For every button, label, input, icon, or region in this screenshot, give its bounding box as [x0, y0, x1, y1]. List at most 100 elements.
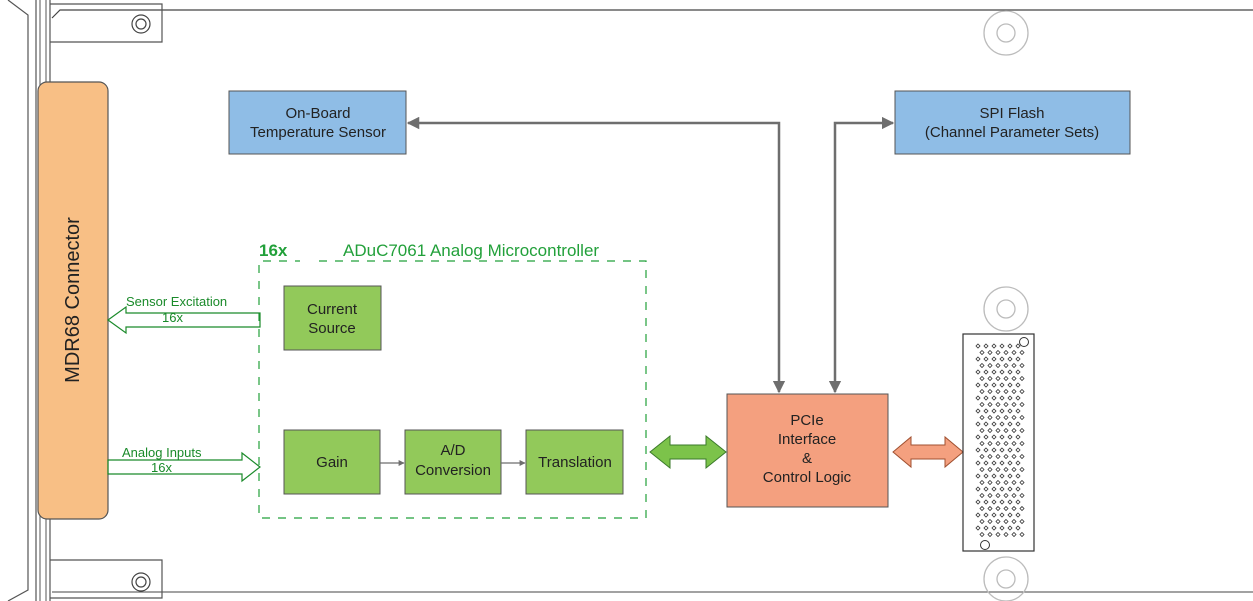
connector-pin: [1019, 466, 1025, 473]
board-outline: [51, 9, 1253, 19]
connector-pin: [995, 479, 1001, 486]
connector-pin: [1019, 505, 1025, 512]
connector-pin: [1015, 421, 1021, 427]
connector-label: MDR68 Connector: [62, 217, 84, 383]
connector-pin: [991, 395, 997, 401]
connector-pin: [1003, 349, 1009, 356]
connector-pin: [975, 343, 981, 349]
connector-pin: [995, 375, 1001, 382]
connector-pin: [991, 343, 997, 349]
connector-pin: [995, 518, 1001, 525]
connector-pin: [979, 440, 985, 447]
current-source-block: Current Source: [283, 285, 382, 351]
connector-pin: [1011, 388, 1017, 395]
connector-pin: [983, 356, 989, 362]
connector-pin: [1015, 434, 1021, 440]
connector-pin: [979, 479, 985, 486]
connector-pin: [975, 369, 981, 375]
connector-pin: [1011, 362, 1017, 369]
connector-pin: [1007, 447, 1013, 453]
connector-pin: [1003, 362, 1009, 369]
current-source-line2: Source: [308, 320, 356, 337]
connector-pin: [983, 499, 989, 505]
connector-pin: [999, 408, 1005, 414]
connector-pin: [1015, 343, 1021, 349]
analog-inputs-signal: Analog Inputs 16x: [107, 445, 261, 483]
connector-pin: [987, 518, 993, 525]
connector-pin: [1011, 466, 1017, 473]
connector-pin: [987, 466, 993, 473]
translation-label: Translation: [538, 454, 612, 471]
connector-pin: [991, 473, 997, 479]
analog-inputs-label: Analog Inputs: [122, 445, 202, 460]
spi-flash-bus-arrow: [828, 116, 895, 394]
pcie-edge-arrow: [892, 435, 964, 469]
connector-pin: [987, 375, 993, 382]
connector-pin: [979, 401, 985, 408]
connector-pin: [1011, 518, 1017, 525]
pcie-edge-connector: [962, 333, 1035, 552]
connector-pin: [987, 427, 993, 434]
connector-pin: [1003, 479, 1009, 486]
connector-pin: [991, 408, 997, 414]
connector-pin: [1015, 486, 1021, 492]
connector-pin: [999, 460, 1005, 466]
connector-pin: [1019, 414, 1025, 421]
connector-pin: [979, 492, 985, 499]
connector-pin: [999, 499, 1005, 505]
analog-inputs-count: 16x: [151, 460, 172, 475]
connector-pin: [995, 505, 1001, 512]
connector-pin: [1019, 518, 1025, 525]
connector-pin: [1019, 349, 1025, 356]
connector-pin: [1003, 401, 1009, 408]
connector-pin: [983, 447, 989, 453]
connector-pin: [991, 447, 997, 453]
translation-pcie-arrow: [649, 434, 727, 470]
adc-block: A/D Conversion: [404, 429, 502, 495]
connector-pin: [1007, 512, 1013, 518]
connector-pin: [999, 369, 1005, 375]
screw-icon-bottom: [131, 572, 151, 592]
connector-pin: [1007, 408, 1013, 414]
connector-pin: [1011, 453, 1017, 460]
connector-pin: [987, 414, 993, 421]
connector-pin: [991, 486, 997, 492]
connector-pin: [991, 499, 997, 505]
connector-pin: [1015, 395, 1021, 401]
connector-pin: [983, 421, 989, 427]
connector-pin: [1019, 362, 1025, 369]
connector-pin: [1007, 499, 1013, 505]
connector-pin: [1019, 401, 1025, 408]
connector-pin: [987, 531, 993, 538]
connector-pin: [1019, 531, 1025, 538]
connector-pin: [1007, 369, 1013, 375]
pcie-line3: &: [802, 450, 812, 467]
connector-pin: [1011, 479, 1017, 486]
connector-pin: [991, 525, 997, 531]
connector-pin: [983, 408, 989, 414]
connector-pin: [979, 505, 985, 512]
connector-pin: [1003, 388, 1009, 395]
mounting-hole-icon-2: [983, 286, 1029, 332]
connector-pin: [995, 492, 1001, 499]
connector-pin: [987, 505, 993, 512]
connector-pin: [1003, 414, 1009, 421]
connector-pin: [1003, 518, 1009, 525]
connector-pin: [1011, 531, 1017, 538]
connector-pin: [1003, 427, 1009, 434]
connector-pin: [979, 466, 985, 473]
connector-pin: [979, 518, 985, 525]
connector-pin: [1019, 388, 1025, 395]
mounting-hole-icon-1: [983, 10, 1029, 56]
connector-pin: [1007, 460, 1013, 466]
excitation-count: 16x: [162, 310, 183, 325]
connector-pin: [987, 492, 993, 499]
group-title: ADuC7061 Analog Microcontroller: [343, 241, 599, 260]
connector-pin: [999, 343, 1005, 349]
connector-pin: [995, 440, 1001, 447]
connector-pin: [1007, 434, 1013, 440]
connector-pin: [987, 440, 993, 447]
connector-pin: [1007, 525, 1013, 531]
current-source-line1: Current: [307, 301, 358, 318]
